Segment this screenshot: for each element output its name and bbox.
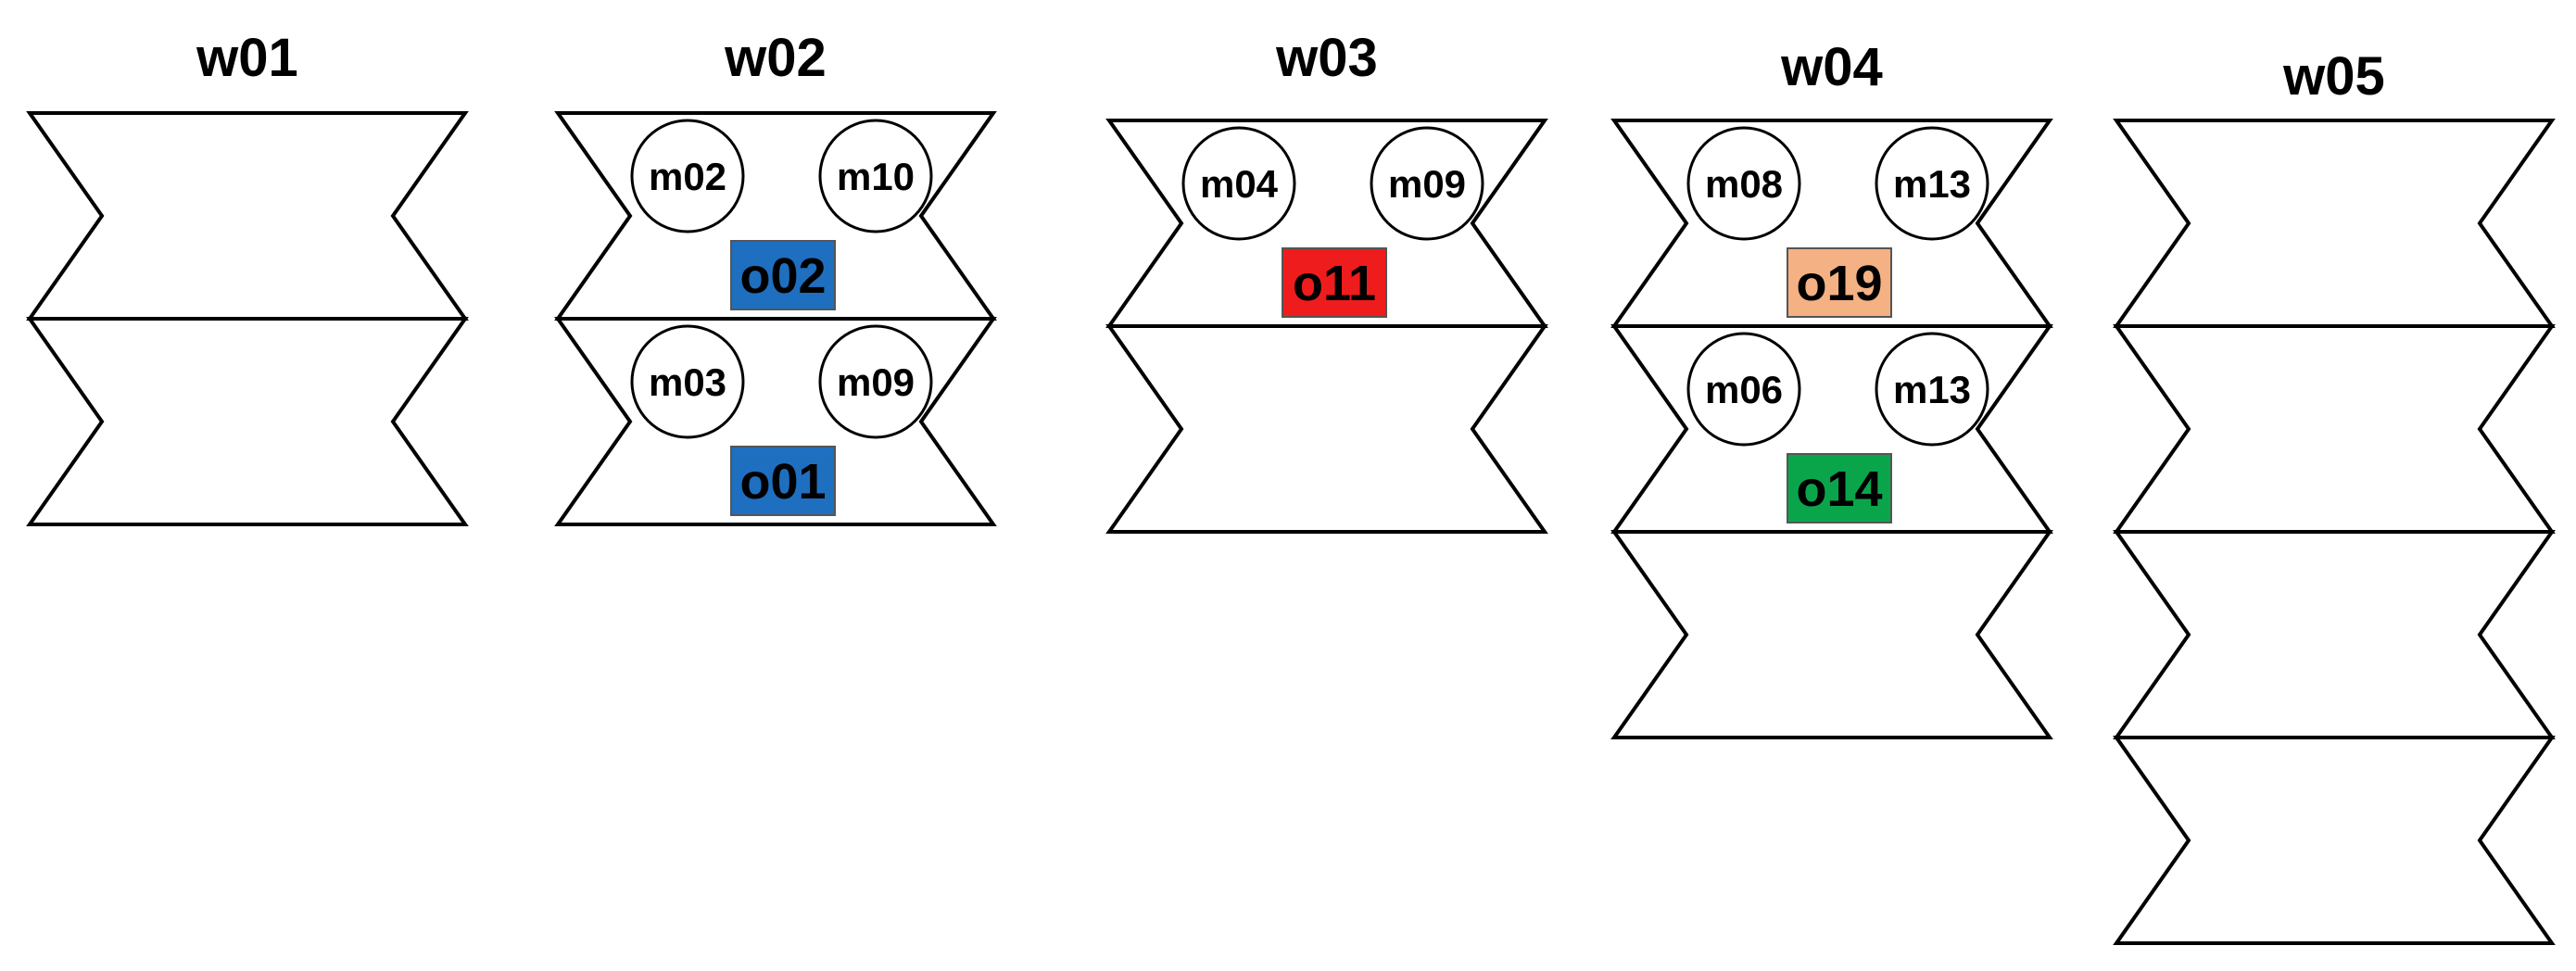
machine-label: m03 [649, 360, 726, 404]
slot-shape [2113, 119, 2556, 328]
slot: m04 m09 o11 [1105, 119, 1548, 328]
workstation-title: w03 [1275, 28, 1378, 88]
slot [2113, 119, 2556, 328]
workstation-title: w05 [2282, 46, 2385, 107]
workstation-w05: w05 [2113, 46, 2556, 945]
operation-label: o02 [739, 248, 826, 304]
operation-o19-box [1787, 247, 1892, 318]
operation-o14-box [1787, 453, 1892, 523]
slot-shape [1610, 530, 2053, 739]
machine-m10-circle [818, 119, 933, 233]
machine-label: m04 [1200, 162, 1279, 206]
machine-m02-circle [630, 119, 745, 233]
operation-label: o11 [1293, 256, 1376, 311]
slot-shape [26, 317, 469, 526]
workstation-w02: w02 m02 m10 o02 m03 m09 o01 [554, 28, 997, 526]
machine-m04-circle [1181, 126, 1296, 241]
slot [26, 317, 469, 526]
slot [2113, 530, 2556, 739]
machine-label: m10 [837, 155, 915, 198]
workstation-w04: w04 m08 m13 o19 m06 m13 o14 [1610, 37, 2053, 739]
machine-label: m08 [1705, 162, 1783, 206]
slot [26, 111, 469, 321]
slot-shape [1105, 324, 1548, 534]
slot: m06 m13 o14 [1610, 324, 2053, 534]
operation-o02-box [730, 240, 836, 310]
slot-shape [2113, 736, 2556, 945]
operation-label: o19 [1796, 256, 1882, 311]
machine-m09-circle [818, 324, 933, 439]
operation-o11-box [1282, 247, 1387, 318]
slot [2113, 324, 2556, 534]
machine-m13-circle [1875, 332, 1989, 447]
slot-shape [2113, 324, 2556, 534]
machine-label: m02 [649, 155, 726, 198]
operation-label: o14 [1796, 461, 1882, 517]
workstation-title: w01 [196, 28, 298, 88]
slot-shape [26, 111, 469, 321]
machine-label: m13 [1893, 162, 1971, 206]
slot [1105, 324, 1548, 534]
machine-m08-circle [1686, 126, 1801, 241]
machine-label: m09 [1388, 162, 1466, 206]
slot [2113, 736, 2556, 945]
slot: m02 m10 o02 [554, 111, 997, 321]
machine-m09-circle [1370, 126, 1484, 241]
machine-m06-circle [1686, 332, 1801, 447]
machine-label: m09 [837, 360, 915, 404]
workstation-w01: w01 [26, 28, 469, 526]
slot [1610, 530, 2053, 739]
workstation-title: w04 [1780, 37, 1883, 97]
machine-m03-circle [630, 324, 745, 439]
operation-label: o01 [739, 454, 826, 510]
slot-shape [2113, 530, 2556, 739]
machine-label: m06 [1705, 368, 1783, 411]
workstation-w03: w03 m04 m09 o11 [1105, 28, 1548, 534]
machine-label: m13 [1893, 368, 1971, 411]
workstation-title: w02 [724, 28, 827, 88]
machine-m13-circle [1875, 126, 1989, 241]
slot: m03 m09 o01 [554, 317, 997, 526]
operation-o01-box [730, 446, 836, 516]
slot: m08 m13 o19 [1610, 119, 2053, 328]
